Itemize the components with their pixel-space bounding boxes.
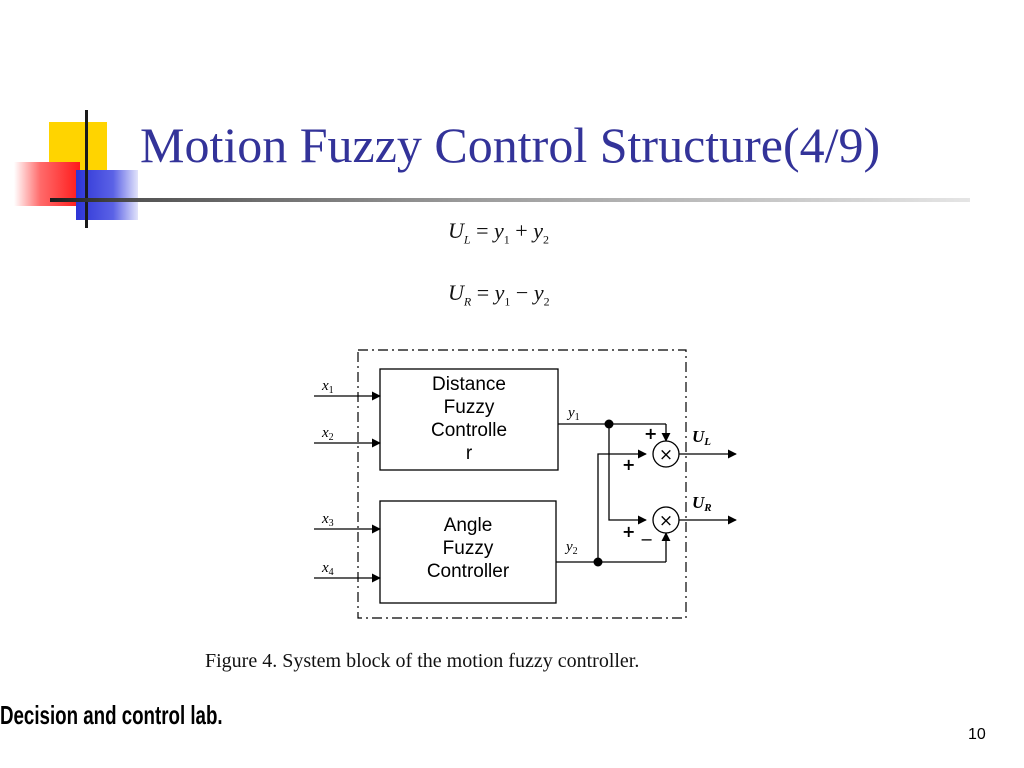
ur-label: UR bbox=[692, 493, 712, 514]
block1-line-1: Distance bbox=[432, 374, 506, 395]
equation-ul: UL = y1 + y2 bbox=[448, 218, 549, 247]
lower-junction-symbol: × bbox=[659, 511, 673, 531]
block-diagram: Distance Fuzzy Controlle r Angle Fuzzy C… bbox=[314, 349, 737, 619]
lower-plus-left: + bbox=[622, 522, 635, 541]
upper-plus-top: + bbox=[644, 424, 657, 443]
y2-to-upper-sum bbox=[597, 449, 647, 562]
vertical-divider-line bbox=[85, 110, 88, 228]
block2-line-1: Angle bbox=[444, 515, 493, 536]
upper-plus-left: + bbox=[622, 455, 635, 474]
block1-line-3: Controlle bbox=[431, 420, 507, 441]
y1-to-lower-sum bbox=[608, 424, 647, 525]
y1-label: y1 bbox=[566, 405, 580, 423]
x1-label: x1 bbox=[321, 378, 334, 396]
controller-boundary bbox=[357, 349, 687, 619]
title-underline bbox=[50, 198, 970, 202]
block1-line-4: r bbox=[466, 443, 473, 464]
x3-label: x3 bbox=[321, 511, 334, 529]
block2-line-2: Fuzzy bbox=[443, 538, 494, 559]
angle-fuzzy-controller-block bbox=[379, 500, 557, 604]
footer-lab-name: Decision and control lab. bbox=[0, 700, 223, 730]
x4-label: x4 bbox=[321, 560, 334, 578]
upper-junction-symbol: × bbox=[659, 445, 673, 465]
figure-caption: Figure 4. System block of the motion fuz… bbox=[205, 650, 640, 672]
ul-label: UL bbox=[692, 427, 711, 448]
distance-fuzzy-controller-block bbox=[379, 368, 559, 471]
x2-label: x2 bbox=[321, 425, 334, 443]
page-number: 10 bbox=[968, 726, 986, 743]
equation-ur: UR = y1 − y2 bbox=[448, 280, 550, 309]
block1-line-2: Fuzzy bbox=[444, 397, 495, 418]
lower-minus-bottom: − bbox=[640, 530, 653, 549]
block2-line-3: Controller bbox=[427, 561, 510, 582]
slide-title: Motion Fuzzy Control Structure(4/9) bbox=[140, 117, 881, 173]
y2-label: y2 bbox=[564, 539, 578, 557]
